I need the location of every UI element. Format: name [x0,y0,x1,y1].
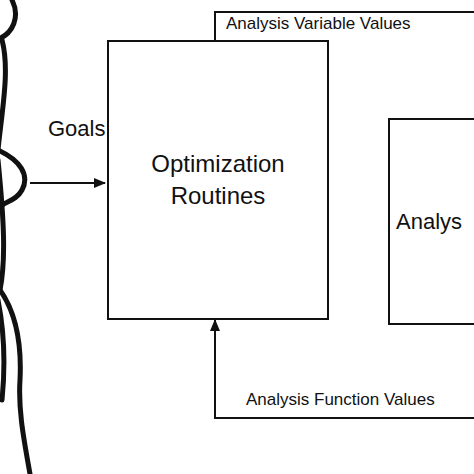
stick-figure [0,0,30,474]
edge-label: Analysis Variable Values [224,14,413,34]
box-text: Analys [396,207,462,237]
process-box: Optimization Routines [107,40,329,320]
goals-arrow [30,182,105,184]
connector [215,320,474,418]
process-box: Analys [388,118,474,325]
box-text: Optimization Routines [127,148,309,213]
free-label: Goals [46,116,107,142]
edge-label: Analysis Function Values [244,390,437,410]
